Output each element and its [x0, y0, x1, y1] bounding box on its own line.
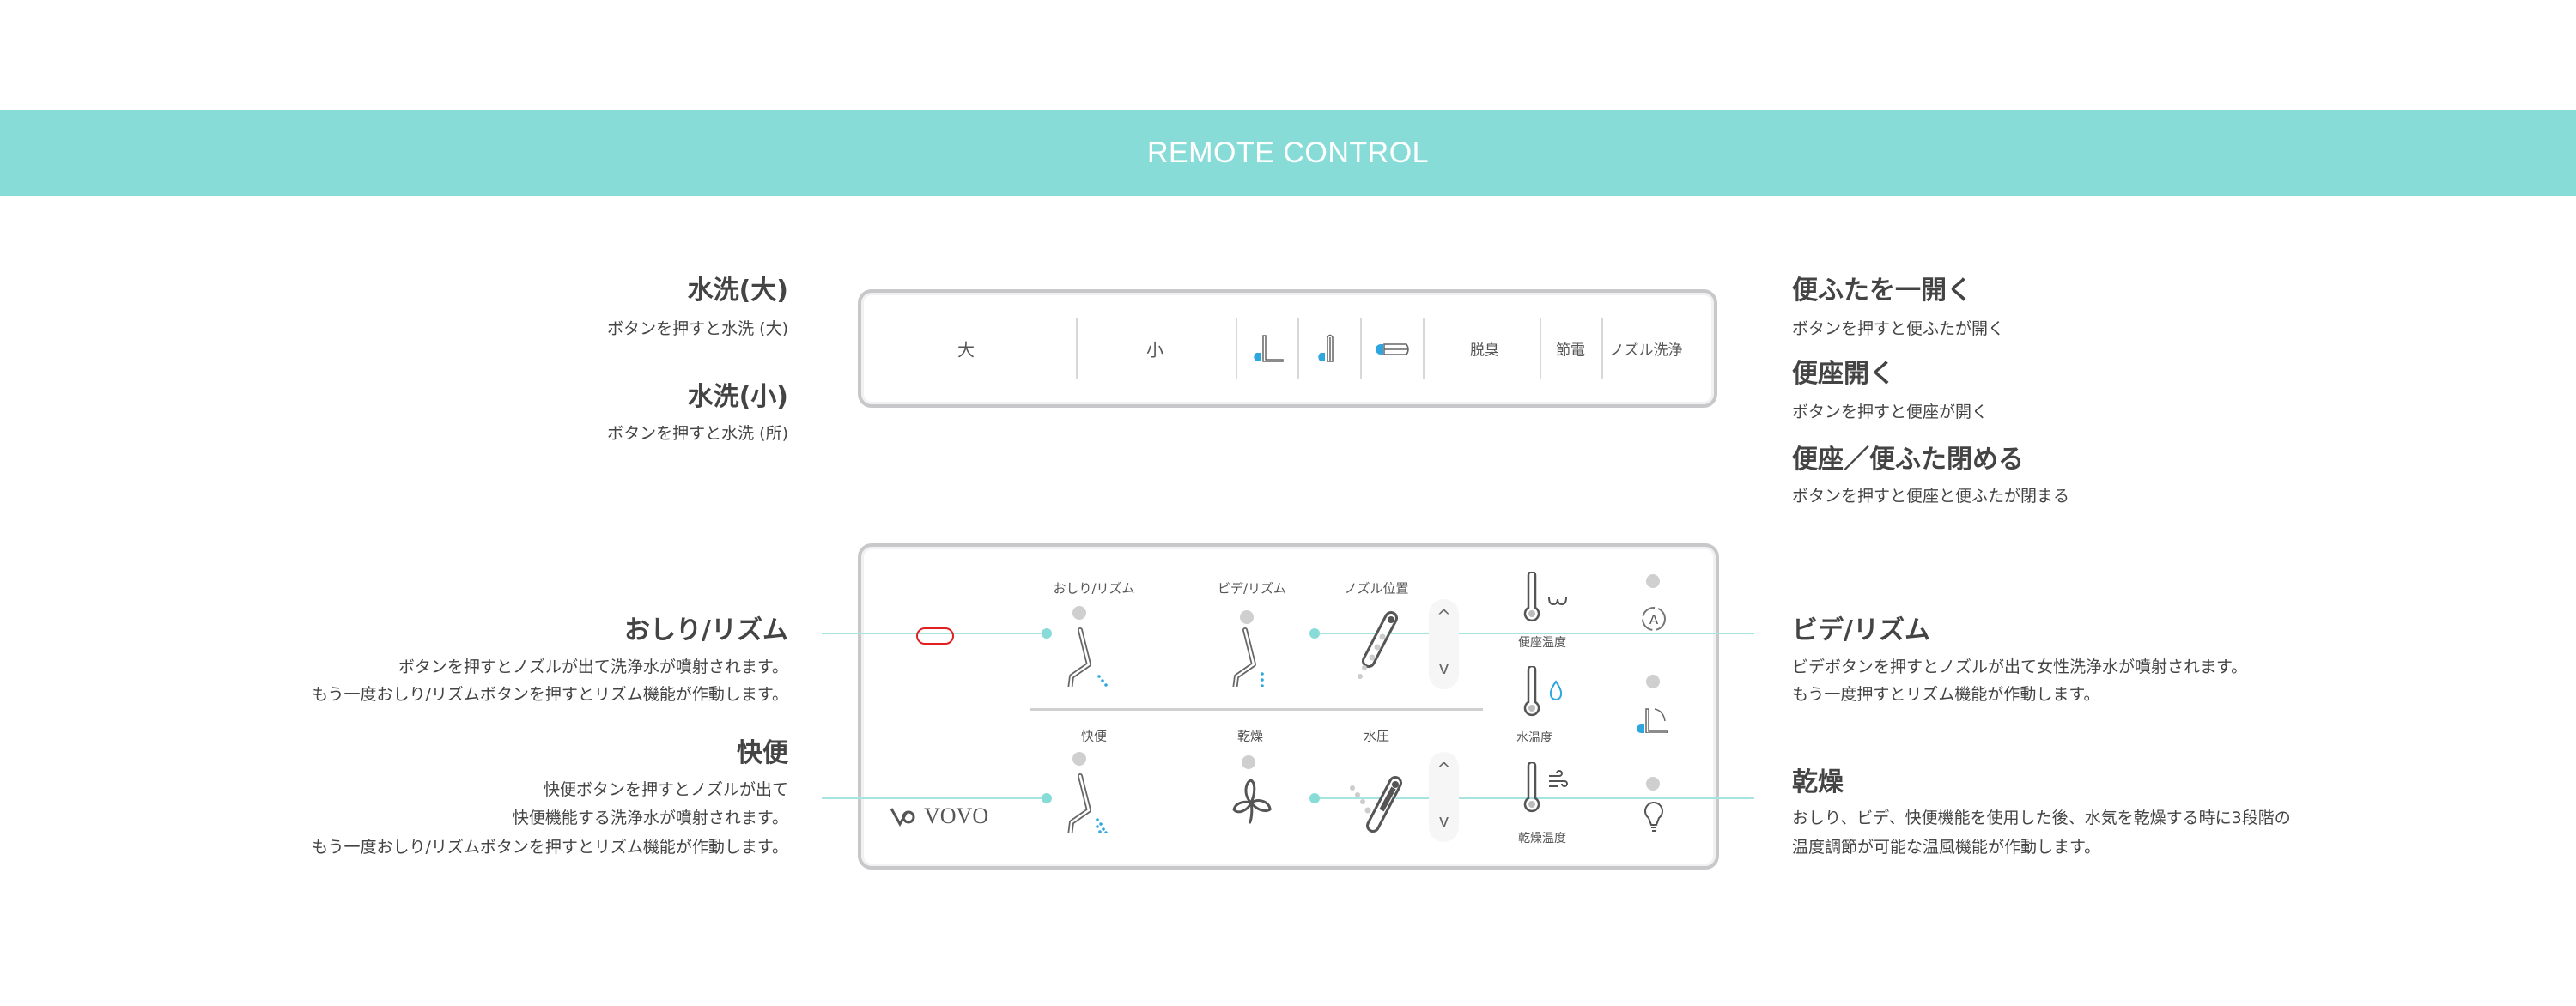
lid-open-desc: ボタンを押すと便ふたが開く [1792, 319, 2005, 338]
flush-small-title: 水洗(小) [687, 382, 788, 412]
power-save-button[interactable]: 節電 [1556, 342, 1585, 360]
top-remote-panel [858, 289, 1717, 408]
flush-large-desc: ボタンを押すと水洗 (大) [607, 319, 788, 338]
water-pressure-icon [1350, 776, 1402, 833]
water-pressure-stepper[interactable]: ^v [1429, 752, 1459, 842]
indicator-dot [1072, 752, 1086, 766]
kaiben-desc-1: 快便ボタンを押すとノズルが出て [543, 780, 788, 799]
stop-button[interactable] [916, 627, 954, 645]
divider [1540, 318, 1541, 379]
seat-temp-button-icon[interactable] [1520, 572, 1571, 623]
seat-lift-icon[interactable] [1636, 702, 1672, 733]
bidet-desc-1: ビデボタンを押すとノズルが出て女性洗浄水が噴射されます。 [1792, 658, 2248, 676]
lid-open-icon[interactable] [1251, 330, 1285, 365]
divider [1360, 318, 1362, 379]
chevron-up-icon[interactable]: ^ [1437, 606, 1451, 627]
kaiben-title: 快便 [737, 738, 788, 768]
kaiben-desc-3: もう一度おしり/リズムボタンを押すとリズム機能が作動します。 [312, 838, 788, 857]
divider [1076, 318, 1078, 379]
connector-dot [1309, 628, 1320, 639]
connector-line [1315, 633, 1754, 634]
divider [1601, 318, 1603, 379]
bidet-button-icon[interactable] [1230, 627, 1281, 687]
connector-line [822, 633, 1047, 634]
nozzle-position-stepper[interactable]: ^v [1429, 599, 1459, 689]
bidet-title: ビデ/リズム [1792, 615, 1930, 645]
water-temp-label: 水温度 [1516, 731, 1552, 745]
connector-line [822, 797, 1047, 799]
oshiri-desc-2: もう一度おしり/リズムボタンを押すとリズム機能が作動します。 [312, 685, 788, 704]
flush-large-button[interactable]: 大 [957, 339, 975, 361]
fan-dry-icon[interactable] [1228, 777, 1274, 828]
divider [1297, 318, 1299, 379]
indicator-dot [1072, 606, 1086, 620]
dry-temp-label: 乾燥温度 [1518, 832, 1566, 845]
close-title: 便座／便ふた閉める [1792, 445, 2024, 475]
oshiri-button-icon[interactable] [1065, 627, 1116, 687]
chevron-up-icon[interactable]: ^ [1437, 759, 1451, 779]
connector-dot [1042, 628, 1052, 639]
dry-temp-button-icon[interactable] [1520, 762, 1571, 815]
page-title: REMOTE CONTROL [1146, 136, 1430, 169]
divider [1423, 318, 1425, 379]
bidet-label: ビデ/リズム [1217, 580, 1287, 597]
lid-open-title: 便ふたを一開く [1792, 276, 1972, 306]
flush-small-button[interactable]: 小 [1146, 339, 1163, 361]
kaiben-label: 快便 [1080, 728, 1108, 744]
seat-open-icon[interactable] [1314, 330, 1345, 365]
seat-temp-label: 便座温度 [1518, 636, 1566, 650]
kaiben-desc-2: 快便機能する洗浄水が噴射されます。 [512, 809, 788, 827]
flush-large-title: 水洗(大) [687, 276, 788, 306]
seat-open-desc: ボタンを押すと便座が開く [1792, 403, 1989, 421]
close-desc: ボタンを押すと便座と便ふたが閉まる [1792, 487, 2070, 506]
bidet-desc-2: もう一度押すとリズム機能が作動します。 [1792, 685, 2100, 704]
dry-title: 乾燥 [1792, 767, 1844, 797]
divider [1030, 708, 1483, 711]
pressure-label: 水圧 [1363, 728, 1390, 744]
nozzle-position-icon [1358, 611, 1398, 679]
nozzle-position-label: ノズル位置 [1344, 580, 1409, 597]
dry-label: 乾燥 [1236, 728, 1264, 744]
light-bulb-icon[interactable] [1642, 800, 1666, 836]
water-temp-button-icon[interactable] [1520, 666, 1571, 718]
chevron-down-icon[interactable]: v [1438, 810, 1449, 831]
oshiri-title: おしり/リズム [624, 615, 788, 645]
brand-name: VOVO [924, 803, 989, 828]
indicator-dot [1646, 777, 1660, 791]
indicator-dot [1646, 574, 1660, 588]
deodorize-button[interactable]: 脱臭 [1470, 342, 1499, 360]
divider [1236, 318, 1237, 379]
connector-dot [1309, 793, 1320, 803]
flush-small-desc: ボタンを押すと水洗 (所) [607, 424, 788, 443]
dry-desc-1: おしり、ビデ、快便機能を使用した後、水気を乾燥する時に3段階の [1792, 809, 2291, 827]
nozzle-clean-button[interactable]: ノズル洗浄 [1609, 342, 1683, 360]
chevron-down-icon[interactable]: v [1438, 658, 1449, 678]
main-remote-panel [858, 543, 1719, 870]
brand-logo: VOVO [890, 803, 988, 829]
indicator-dot [1240, 610, 1254, 624]
oshiri-desc-1: ボタンを押すとノズルが出て洗浄水が噴射されます。 [398, 658, 788, 676]
kaiben-button-icon[interactable] [1065, 773, 1116, 833]
vovo-logo-icon [890, 808, 915, 827]
oshiri-label: おしり/リズム [1053, 580, 1135, 597]
close-seat-lid-icon[interactable] [1374, 339, 1412, 360]
svg-text:A: A [1649, 612, 1659, 627]
seat-open-title: 便座開く [1792, 359, 1895, 389]
indicator-dot [1646, 675, 1660, 688]
dry-desc-2: 温度調節が可能な温風機能が作動します。 [1792, 838, 2101, 857]
header-band: REMOTE CONTROL [0, 110, 2576, 196]
indicator-dot [1242, 755, 1255, 769]
auto-mode-icon[interactable]: A [1638, 603, 1669, 634]
connector-dot [1042, 793, 1052, 803]
